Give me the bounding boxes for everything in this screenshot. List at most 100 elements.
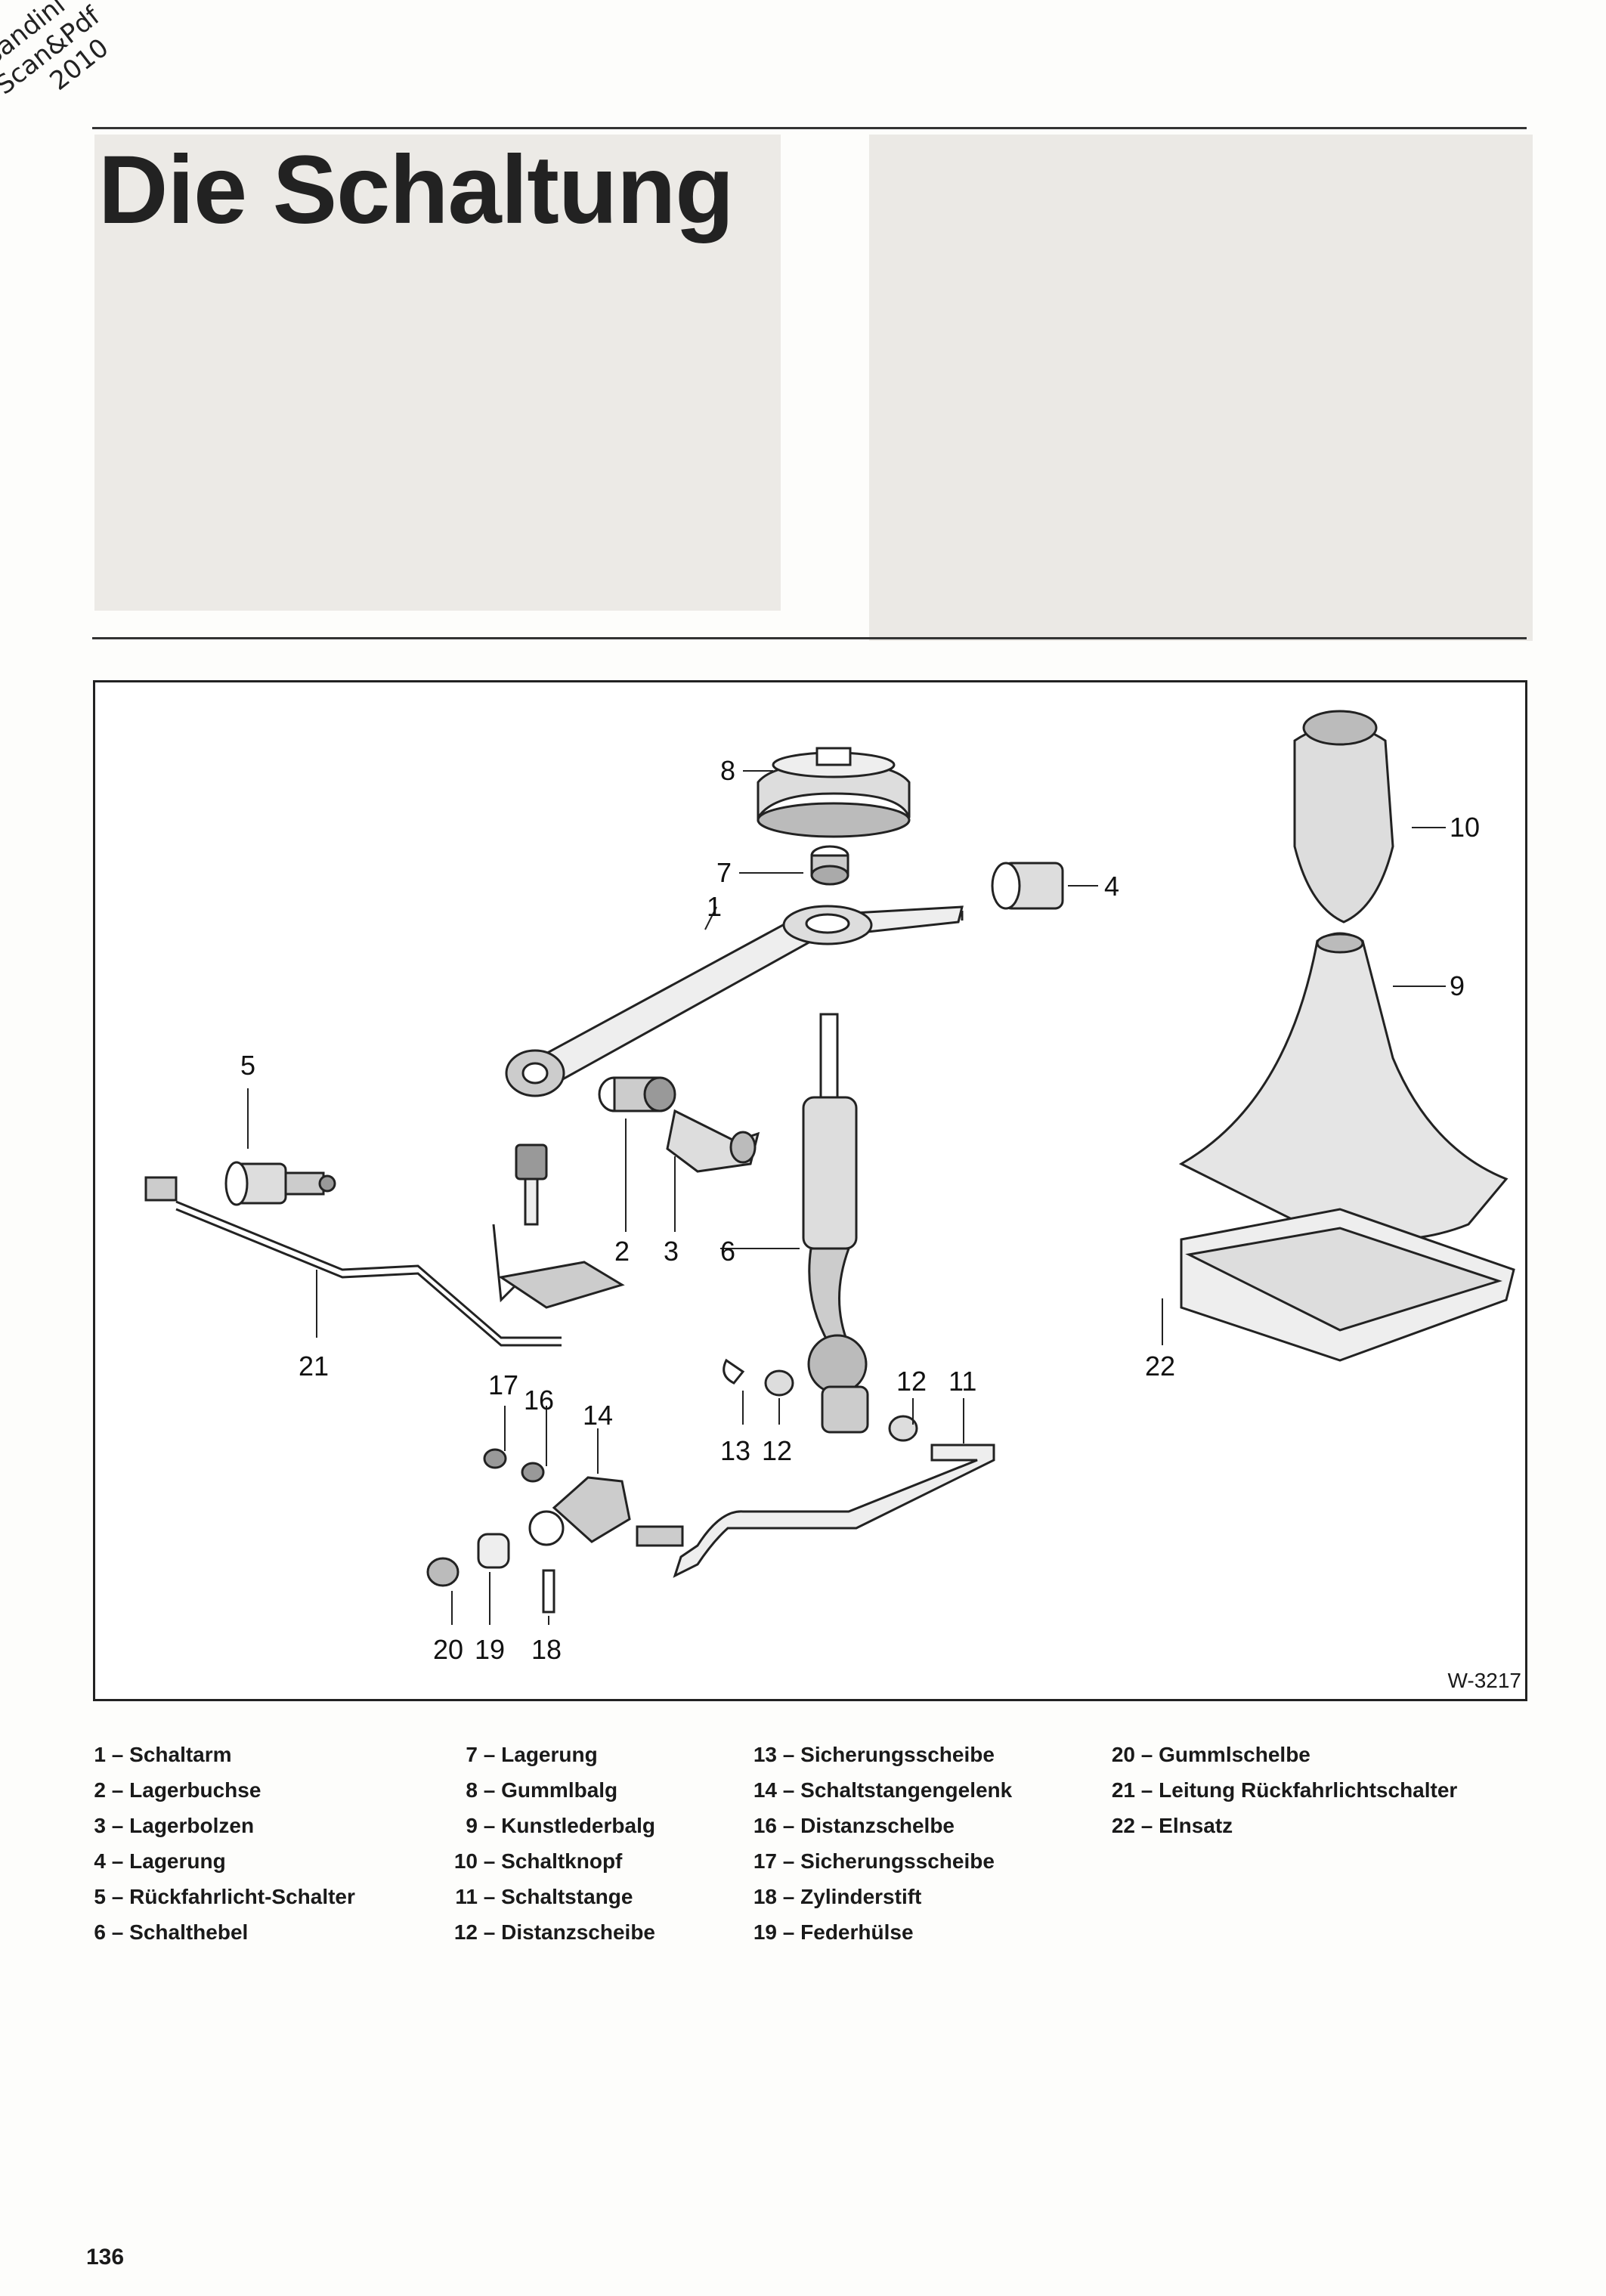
- legend-number: 11: [455, 1885, 478, 1908]
- legend-item: 12 – Distanzscheibe: [447, 1914, 655, 1950]
- legend-number: 17: [753, 1849, 777, 1873]
- legend-item: 7 – Lagerung: [447, 1737, 655, 1772]
- legend-item: 21 – Leitung Rückfahrlichtschalter: [1109, 1772, 1457, 1808]
- legend-label: Schaltstange: [501, 1885, 633, 1908]
- legend-label: Kunstlederbalg: [501, 1814, 655, 1837]
- legend-number: 5: [94, 1885, 106, 1908]
- callout-21: 21: [299, 1351, 329, 1382]
- callout-7: 7: [716, 857, 732, 888]
- bearing-ring-part: [810, 845, 849, 886]
- legend-item: 14 – Schaltstangengelenk: [751, 1772, 1012, 1808]
- callout-14: 14: [583, 1400, 613, 1431]
- legend-item: 19 – Federhülse: [751, 1914, 1012, 1950]
- leader-lines: [247, 770, 1446, 1625]
- callout-12-bottom: 12: [762, 1435, 792, 1466]
- exploded-diagram: 8 7 4 1 10 9 5 2 3 6 21 17 16 14 12 11 1…: [144, 710, 1515, 1665]
- faded-background-right: [869, 135, 1533, 641]
- callout-8: 8: [720, 755, 735, 786]
- legend-number: 19: [753, 1920, 777, 1944]
- legend-item: 22 – Elnsatz: [1109, 1808, 1457, 1843]
- callout-1: 1: [707, 891, 722, 922]
- leather-boot-part: [1178, 932, 1509, 1241]
- legend-label: Lagerung: [501, 1743, 598, 1766]
- rod-joint-part: [528, 1476, 631, 1546]
- legend-label: Schaltknopf: [501, 1849, 623, 1873]
- legend-item: 4 – Lagerung: [89, 1843, 355, 1879]
- legend-label: Gummlbalg: [501, 1778, 618, 1802]
- legend-label: Zylinderstift: [800, 1885, 922, 1908]
- callout-18: 18: [531, 1634, 562, 1665]
- legend-number: 21: [1111, 1778, 1135, 1802]
- legend-column-4: 20 – Gummlschelbe 21 – Leitung Rückfahrl…: [1109, 1737, 1457, 1843]
- reverse-light-switch-part: [224, 1161, 336, 1206]
- page-title: Die Schaltung: [98, 136, 734, 244]
- legend-number: 1: [94, 1743, 106, 1766]
- legend-label: Distanzscheibe: [501, 1920, 655, 1944]
- legend-item: 16 – Distanzschelbe: [751, 1808, 1012, 1843]
- legend-item: 5 – Rückfahrlicht-Schalter: [89, 1879, 354, 1914]
- legend-label: Gummlschelbe: [1159, 1743, 1310, 1766]
- legend-number: 10: [453, 1849, 478, 1873]
- legend-item: 20 – Gummlschelbe: [1109, 1737, 1457, 1772]
- callout-5: 5: [240, 1050, 255, 1081]
- insert-part: [1180, 1208, 1515, 1362]
- legend-number: 12: [453, 1920, 478, 1944]
- bearing-pin-part: [666, 1109, 760, 1173]
- shift-knob-part: [1293, 710, 1394, 924]
- shift-rod-part: [636, 1444, 995, 1578]
- legend-label: Elnsatz: [1159, 1814, 1233, 1837]
- legend-label: Federhülse: [800, 1920, 914, 1944]
- legend-label: Lagerung: [129, 1849, 226, 1873]
- legend-label: Sicherungsscheibe: [800, 1743, 995, 1766]
- legend-column-3: 13 – Sicherungsscheibe 14 – Schaltstange…: [751, 1737, 1012, 1950]
- legend-label: Schaltarm: [129, 1743, 232, 1766]
- legend-number: 3: [94, 1814, 106, 1837]
- legend-item: 6 – Schalthebel: [89, 1914, 355, 1950]
- legend-item: 13 – Sicherungsscheibe: [751, 1737, 1012, 1772]
- small-parts: [426, 1358, 918, 1614]
- legend-label: Schalthebel: [129, 1920, 249, 1944]
- callout-11: 11: [948, 1366, 976, 1397]
- faded-background-left: [94, 135, 781, 611]
- legend-number: 9: [466, 1814, 478, 1837]
- legend-item: 8 – Gummlbalg: [447, 1772, 655, 1808]
- callout-3: 3: [664, 1236, 679, 1267]
- legend-item: 11 – Schaltstange: [447, 1879, 655, 1914]
- callout-16: 16: [524, 1385, 554, 1416]
- legend-label: Lagerbolzen: [129, 1814, 255, 1837]
- callout-22: 22: [1145, 1351, 1175, 1382]
- legend-number: 22: [1111, 1814, 1135, 1837]
- page-number: 136: [86, 2245, 125, 2270]
- legend-number: 13: [753, 1743, 777, 1766]
- legend-item: 3 – Lagerbolzen: [89, 1808, 355, 1843]
- legend-label: Distanzschelbe: [800, 1814, 955, 1837]
- legend-number: 6: [94, 1920, 106, 1944]
- callout-6: 6: [720, 1236, 735, 1267]
- legend-item: 2 – Lagerbuchse: [89, 1772, 355, 1808]
- legend-number: 4: [94, 1849, 106, 1873]
- legend-label: Sicherungsscheibe: [800, 1849, 995, 1873]
- shift-arm-part: [505, 905, 964, 1097]
- callout-17: 17: [488, 1369, 518, 1400]
- legend-number: 2: [94, 1778, 106, 1802]
- wire-part: [144, 1176, 562, 1347]
- legend-label: Schaltstangengelenk: [800, 1778, 1013, 1802]
- callout-20: 20: [433, 1634, 463, 1665]
- legend-column-2: 7 – Lagerung 8 – Gummlbalg 9 – Kunstlede…: [447, 1737, 655, 1950]
- legend-number: 8: [466, 1778, 478, 1802]
- legend-item: 9 – Kunstlederbalg: [447, 1808, 655, 1843]
- top-rule: [92, 127, 1527, 129]
- legend-number: 20: [1111, 1743, 1135, 1766]
- middle-rule: [92, 637, 1527, 639]
- legend-item: 10 – Schaltknopf: [447, 1843, 655, 1879]
- rubber-boot-part: [757, 747, 911, 838]
- legend-number: 7: [466, 1743, 478, 1766]
- callout-9: 9: [1450, 970, 1465, 1001]
- bushing-part: [598, 1076, 676, 1112]
- connector-plate-part: [498, 1143, 625, 1309]
- bearing-cylinder-part: [991, 862, 1064, 910]
- callout-10: 10: [1450, 812, 1480, 843]
- callout-12-top: 12: [896, 1366, 927, 1397]
- legend-item: 18 – Zylinderstift: [751, 1879, 1012, 1914]
- figure-code: W-3217: [1447, 1669, 1521, 1692]
